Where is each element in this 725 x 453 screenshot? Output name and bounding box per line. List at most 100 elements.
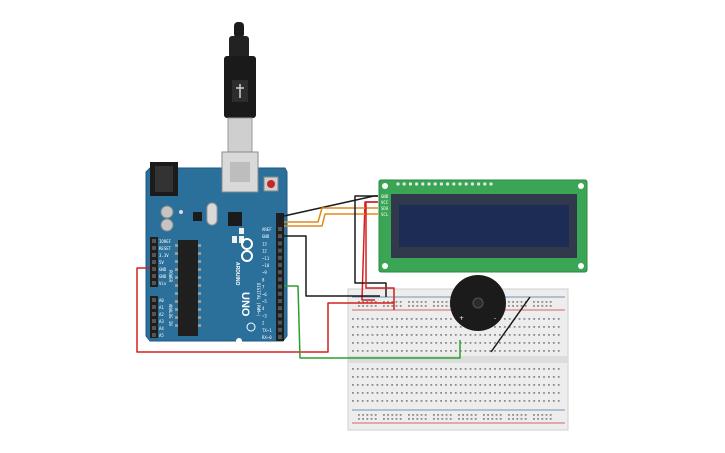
digital-pin-socket[interactable] xyxy=(278,234,282,239)
lcd-header-pin xyxy=(483,182,487,186)
digital-pin-socket[interactable] xyxy=(278,270,282,275)
digital-pin-socket[interactable] xyxy=(278,327,282,332)
analog-title: ANALOG IN xyxy=(168,304,173,326)
wire-black-gnd-arduino-bb xyxy=(284,235,380,297)
digital-pin-label: 7 xyxy=(262,285,265,290)
analog-pin-label: A0 xyxy=(159,298,164,303)
wire-green-pin7 xyxy=(284,285,461,359)
digital-pin-socket[interactable] xyxy=(278,313,282,318)
reset-button xyxy=(267,180,275,188)
analog-pin-socket[interactable] xyxy=(152,312,156,316)
digital-pin-socket[interactable] xyxy=(278,241,282,246)
power-pin-label: GND xyxy=(159,267,167,272)
lcd-header-pin xyxy=(408,182,412,186)
usb-cable[interactable] xyxy=(224,22,256,153)
digital-pin-socket[interactable] xyxy=(278,284,282,289)
power-pin-label: Vin xyxy=(159,281,167,286)
digital-pin-label: 12 xyxy=(262,249,267,254)
buzzer-minus-label: - xyxy=(494,315,496,322)
power-pin-socket[interactable] xyxy=(152,246,156,250)
digital-pin-label: ~11 xyxy=(262,256,270,261)
lcd-pin-label: SDA xyxy=(381,206,389,211)
analog-pin-label: A4 xyxy=(159,326,164,331)
digital-pin-label: ~10 xyxy=(262,263,270,268)
power-pin-socket[interactable] xyxy=(152,267,156,271)
analog-header xyxy=(150,296,158,338)
digital-title: DIGITAL (PWM~) xyxy=(256,283,261,317)
lcd-pin-label: GND xyxy=(381,194,389,199)
digital-pin-socket[interactable] xyxy=(278,263,282,267)
power-pin-label: RESET xyxy=(159,246,172,251)
buzzer-plus-label: + xyxy=(459,315,464,322)
digital-pin-label: 13 xyxy=(262,241,267,246)
digital-pin-label: ~5 xyxy=(262,299,267,304)
digital-pin-socket[interactable] xyxy=(278,277,282,282)
analog-pin-socket[interactable] xyxy=(152,333,156,337)
digital-pin-label: 2 xyxy=(262,321,265,326)
model-label: UNO xyxy=(239,292,251,317)
digital-pin-label: AREF xyxy=(262,227,272,232)
digital-pin-socket[interactable] xyxy=(278,299,282,303)
analog-pin-label: A1 xyxy=(159,305,164,310)
wires xyxy=(136,195,461,359)
power-pin-socket[interactable] xyxy=(152,253,156,257)
wire-orange-sda xyxy=(284,207,378,223)
lcd-screen xyxy=(399,205,569,247)
lcd-header-pin xyxy=(489,182,493,186)
power-pin-socket[interactable] xyxy=(152,239,156,243)
lcd-header-pin xyxy=(477,182,481,186)
power-pin-socket[interactable] xyxy=(152,260,156,264)
digital-header xyxy=(276,213,284,341)
digital-pin-socket[interactable] xyxy=(278,291,282,296)
lcd-header-pin xyxy=(458,182,462,186)
digital-pin-label: 4 xyxy=(262,306,265,311)
digital-pin-label: ~9 xyxy=(262,270,267,275)
piezo-buzzer[interactable]: + - xyxy=(450,275,531,353)
lcd-header-pin xyxy=(427,182,431,186)
power-pin-label: 3.3V xyxy=(159,253,169,258)
lcd-header-pin xyxy=(415,182,419,186)
digital-pin-socket[interactable] xyxy=(278,227,282,231)
wire-orange-scl xyxy=(284,213,378,227)
digital-pin-label: ~3 xyxy=(262,313,267,318)
arduino-uno-board[interactable]: ARDUINO UNO DIGITAL (PWM~) AREF GND 13 12 ~1… xyxy=(145,151,288,344)
lcd-header-pin xyxy=(396,182,400,186)
lcd-header-pin xyxy=(470,182,474,186)
wire-black-gnd-lcd xyxy=(283,195,378,217)
lcd-header-pin xyxy=(439,182,443,186)
lcd-header-pin xyxy=(452,182,456,186)
digital-pin-socket[interactable] xyxy=(278,248,282,253)
power-title: POWER xyxy=(168,270,173,283)
brand-label: ARDUINO xyxy=(234,262,240,285)
power-pin-socket[interactable] xyxy=(152,274,156,278)
wire-red-vcc-bb xyxy=(365,201,395,310)
digital-pin-label: ~6 xyxy=(262,292,267,297)
digital-pin-socket[interactable] xyxy=(278,306,282,311)
lcd-pin-label: VCC xyxy=(381,200,389,205)
analog-pin-label: A5 xyxy=(159,333,164,338)
analog-pin-socket[interactable] xyxy=(152,305,156,309)
analog-pin-socket[interactable] xyxy=(152,298,156,302)
digital-pin-socket[interactable] xyxy=(278,335,282,339)
wire-red-5v xyxy=(136,267,394,353)
power-pin-label: 5V xyxy=(159,260,164,265)
lcd-header-pin xyxy=(421,182,425,186)
wire-red-vcc-lcd xyxy=(361,201,378,301)
digital-pin-socket[interactable] xyxy=(278,255,282,260)
analog-pin-label: A2 xyxy=(159,312,164,317)
lcd-header-pin xyxy=(464,182,468,186)
digital-pin-label: GND xyxy=(262,234,270,239)
lcd-header-pin xyxy=(433,182,437,186)
lcd-pin-label: SCL xyxy=(381,212,389,217)
lcd-header-pin xyxy=(402,182,406,186)
power-pin-label: GND xyxy=(159,274,167,279)
analog-pin-label: A3 xyxy=(159,319,164,324)
lcd-header-pin xyxy=(446,182,450,186)
digital-pin-socket[interactable] xyxy=(278,320,282,325)
analog-pin-socket[interactable] xyxy=(152,326,156,330)
digital-pin-label: TX→1 xyxy=(262,328,272,333)
power-pin-socket[interactable] xyxy=(152,281,156,285)
analog-pin-socket[interactable] xyxy=(152,319,156,323)
